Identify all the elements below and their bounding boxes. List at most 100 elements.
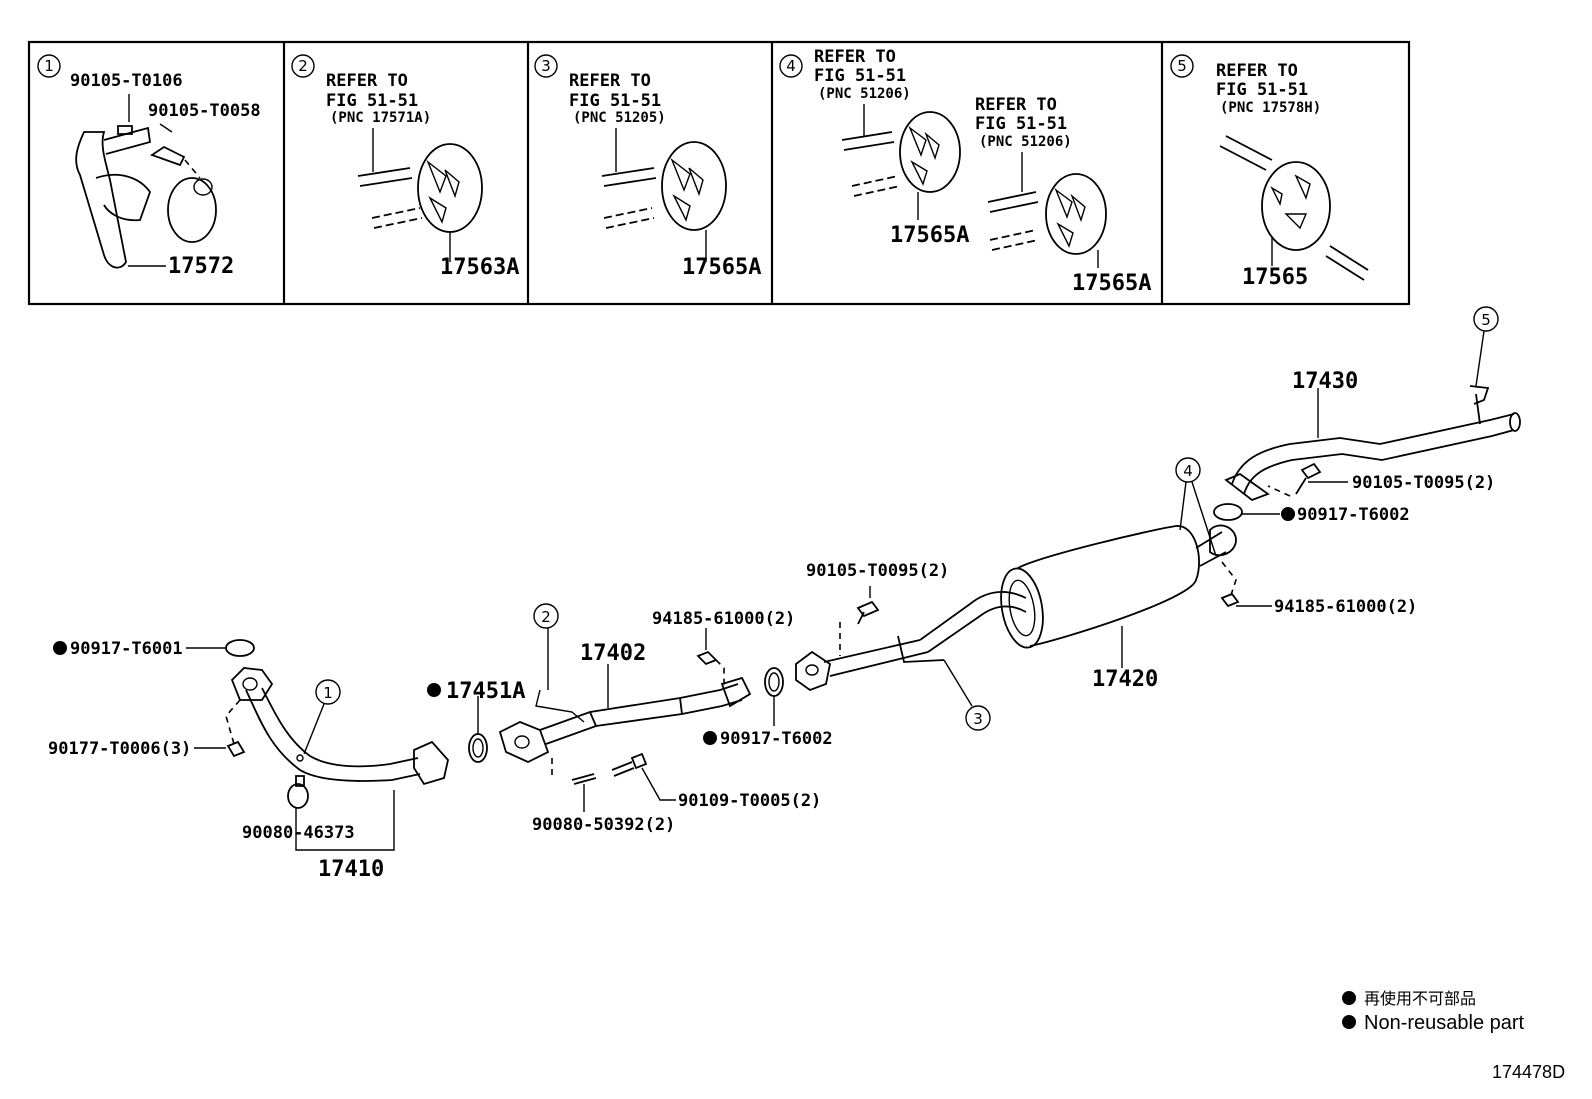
svg-text:17565: 17565 — [1242, 265, 1308, 290]
gasket-90917-T6002-a: 90917-T6002 — [1213, 503, 1410, 525]
bolt-icon — [117, 125, 133, 135]
hanger-17565A-icon — [661, 141, 727, 231]
hanger-17565A-icon — [1045, 173, 1107, 255]
bolt-90105-T0095-b: 90105-T0095(2) — [806, 561, 949, 656]
svg-text:17565A: 17565A — [890, 223, 969, 248]
legend-jp: 再使用不可部品 — [1364, 989, 1476, 1008]
tail-pipe-17430: 17430 5 — [1224, 306, 1521, 502]
flange-icon — [230, 667, 274, 701]
svg-text:90177-T0006(3): 90177-T0006(3) — [48, 739, 191, 759]
svg-text:3: 3 — [973, 710, 983, 728]
svg-text:90917-T6001: 90917-T6001 — [70, 639, 183, 659]
nut-icon — [226, 740, 246, 758]
nut-94185-61000-b: 94185-61000(2) — [652, 609, 795, 686]
exhaust-pipe-17410: 1 17410 — [230, 667, 449, 882]
svg-text:90109-T0005(2): 90109-T0005(2) — [678, 791, 821, 811]
clamp-icon — [167, 177, 217, 243]
front-pipe-17402: 17402 2 — [498, 603, 752, 763]
bolt-icon — [856, 600, 880, 618]
box-1-number: 1 — [44, 57, 54, 75]
svg-text:FIG 51-51: FIG 51-51 — [814, 66, 906, 86]
svg-text:(PNC 51206): (PNC 51206) — [818, 86, 911, 102]
svg-text:4: 4 — [786, 57, 796, 75]
muffler-17420: 17420 — [919, 524, 1237, 692]
box-3: 3 REFER TO FIG 51-51 (PNC 51205) 17565A — [534, 54, 761, 280]
bracket-17572-icon — [75, 131, 127, 269]
non-reusable-dot — [53, 641, 67, 655]
svg-text:3: 3 — [541, 57, 551, 75]
non-reusable-dot — [1342, 991, 1356, 1005]
svg-text:REFER TO: REFER TO — [975, 95, 1057, 115]
box-1: 1 90105-T0106 90105-T0058 17572 — [37, 54, 261, 279]
svg-text:94185-61000(2): 94185-61000(2) — [652, 609, 795, 629]
svg-text:REFER TO: REFER TO — [326, 71, 408, 91]
flange-icon — [720, 676, 752, 708]
svg-text:90105-T0095(2): 90105-T0095(2) — [1352, 473, 1495, 493]
bolt-icon — [150, 145, 186, 167]
box-2: 2 REFER TO FIG 51-51 (PNC 17571A) 17563A — [291, 54, 519, 280]
svg-text:(PNC 17578H): (PNC 17578H) — [1220, 100, 1321, 116]
svg-text:REFER TO: REFER TO — [814, 47, 896, 67]
nut-icon — [1220, 592, 1240, 608]
non-reusable-dot — [703, 731, 717, 745]
legend-en: Non-reusable part — [1364, 1012, 1525, 1034]
svg-text:90080-50392(2): 90080-50392(2) — [532, 815, 675, 835]
part-17572: 17572 — [168, 254, 234, 279]
non-reusable-dot — [1342, 1015, 1356, 1029]
box-5: 5 REFER TO FIG 51-51 (PNC 17578H) 17565 — [1170, 54, 1369, 290]
svg-text:(PNC 17571A): (PNC 17571A) — [330, 110, 431, 126]
figure-code: 174478D — [1492, 1062, 1565, 1082]
flange-icon — [1224, 472, 1270, 502]
nut-90177-T0006: 90177-T0006(3) — [48, 699, 246, 759]
svg-text:(PNC 51206): (PNC 51206) — [979, 134, 1072, 150]
svg-text:5: 5 — [1177, 57, 1187, 75]
box-4: 4 REFER TO FIG 51-51 (PNC 51206) 17565A … — [779, 47, 1151, 296]
flange-icon — [498, 721, 550, 763]
non-reusable-dot — [1281, 507, 1295, 521]
svg-text:(PNC 51205): (PNC 51205) — [573, 110, 666, 126]
part-17451A: 17451A — [446, 679, 525, 704]
bolt-icon — [1300, 462, 1322, 480]
part-17420: 17420 — [1092, 667, 1158, 692]
flange-icon — [413, 740, 449, 786]
callout-4: 4 — [1175, 457, 1217, 557]
center-pipe: 3 — [795, 635, 991, 731]
nut-94185-61000-a: 94185-61000(2) — [1220, 561, 1417, 617]
svg-text:FIG 51-51: FIG 51-51 — [326, 91, 418, 111]
stud-icon — [571, 773, 597, 785]
svg-text:FIG 51-51: FIG 51-51 — [1216, 80, 1308, 100]
stud-90080-50392: 90080-50392(2) — [532, 758, 675, 835]
gasket-90917-T6001: 90917-T6001 — [53, 639, 255, 659]
bolt-90105-T0095-a: 90105-T0095(2) — [1267, 462, 1495, 497]
svg-text:FIG 51-51: FIG 51-51 — [569, 91, 661, 111]
hanger-17565-icon — [1261, 161, 1331, 251]
sensor-90080-46373: 90080-46373 — [242, 775, 355, 843]
svg-text:1: 1 — [323, 684, 333, 702]
hanger-17565A-icon — [899, 111, 961, 193]
svg-text:90105-T0095(2): 90105-T0095(2) — [806, 561, 949, 581]
reference-boxes — [27, 40, 1411, 306]
svg-text:94185-61000(2): 94185-61000(2) — [1274, 597, 1417, 617]
part-17402: 17402 — [580, 641, 646, 666]
nut-icon — [696, 650, 718, 666]
svg-text:90080-46373: 90080-46373 — [242, 823, 355, 843]
svg-text:REFER TO: REFER TO — [569, 71, 651, 91]
gasket-90917-T6002-b: 90917-T6002 — [703, 667, 833, 749]
svg-text:17563A: 17563A — [440, 255, 519, 280]
svg-text:REFER TO: REFER TO — [1216, 61, 1298, 81]
legend: 再使用不可部品 Non-reusable part — [1342, 989, 1525, 1034]
part-90105-T0106: 90105-T0106 — [70, 71, 183, 91]
svg-text:17565A: 17565A — [682, 255, 761, 280]
svg-text:2: 2 — [298, 57, 308, 75]
bolt-90109-T0005: 90109-T0005(2) — [611, 752, 821, 811]
non-reusable-dot — [427, 683, 441, 697]
svg-text:4: 4 — [1183, 462, 1193, 480]
svg-text:90917-T6002: 90917-T6002 — [1297, 505, 1410, 525]
svg-text:5: 5 — [1481, 311, 1491, 329]
part-17410: 17410 — [318, 857, 384, 882]
gasket-17451A: 17451A — [427, 679, 525, 763]
svg-text:2: 2 — [541, 608, 551, 626]
hanger-17563A-icon — [417, 143, 483, 233]
svg-text:90917-T6002: 90917-T6002 — [720, 729, 833, 749]
